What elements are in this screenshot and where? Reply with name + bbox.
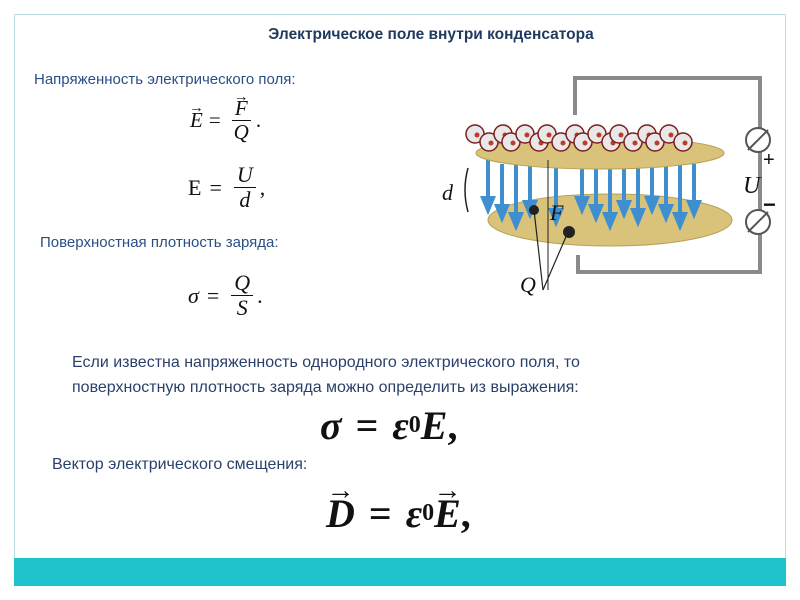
formula-rhs: E	[420, 403, 448, 448]
label-minus: −	[763, 192, 776, 217]
formula-numerator: F	[235, 98, 248, 119]
field-arrow-head	[630, 208, 646, 228]
field-arrow-head	[644, 196, 660, 216]
charge-dot	[524, 132, 530, 138]
terminal-negative-slash	[747, 211, 769, 233]
formula-end: .	[255, 108, 262, 132]
terminal-positive-slash	[747, 129, 769, 151]
field-arrow-head	[616, 200, 632, 220]
charge-dot	[654, 140, 660, 146]
formula-numerator: Q	[231, 272, 254, 296]
test-charge-2	[563, 226, 575, 238]
formula-field-voltage: E = U d ,	[188, 164, 265, 211]
charge-dot	[582, 140, 588, 146]
formula-rhs: E	[434, 490, 461, 537]
label-d: d	[442, 180, 454, 205]
formula-lhs: D	[326, 490, 355, 537]
formula-numerator: U	[233, 164, 256, 188]
charge-dot	[618, 132, 624, 138]
charge-dot	[474, 132, 480, 138]
formula-epsilon: ε	[392, 403, 409, 448]
formula-eq: =	[355, 403, 379, 448]
field-arrow-head	[686, 200, 702, 220]
formula-displacement: D = ε0 E,	[326, 490, 471, 537]
field-arrow-head	[574, 196, 590, 216]
formula-denominator: d	[239, 187, 251, 212]
field-arrow-head	[588, 204, 604, 224]
wire-top	[573, 76, 762, 130]
charge-dot	[546, 132, 552, 138]
field-arrow-head	[602, 212, 618, 232]
formula-end: .	[257, 282, 263, 308]
formula-surface-density: σ = Q S .	[188, 272, 263, 319]
charge-dot	[632, 140, 638, 146]
bottom-accent-bar	[14, 558, 786, 586]
formula-denominator: Q	[233, 120, 249, 144]
formula-end: ,	[259, 174, 266, 200]
wire-bottom	[576, 232, 762, 274]
label-F: F	[549, 200, 564, 225]
label-known-field-line1: Если известна напряженность однородного …	[72, 354, 580, 371]
label-known-field-line2: поверхностную плотность заряда можно опр…	[72, 379, 579, 396]
formula-denominator: S	[236, 295, 248, 320]
capacitor-diagram: d F Q U + −	[442, 76, 776, 297]
label-plus: +	[763, 149, 775, 171]
formula-subscript: 0	[408, 412, 421, 438]
formula-lhs: σ	[320, 403, 342, 448]
field-arrow-head	[548, 208, 564, 228]
pointer-line-1	[533, 209, 544, 291]
label-surface-density: Поверхностная плотность заряда:	[40, 234, 279, 251]
distance-bracket	[464, 167, 469, 213]
label-Q: Q	[520, 272, 536, 297]
charge-dot	[560, 140, 566, 146]
field-arrow-head	[672, 212, 688, 232]
slide-title: Электрическое поле внутри конденсатора	[268, 26, 594, 43]
charge-dot	[488, 140, 494, 146]
formula-eq: =	[368, 491, 392, 536]
formula-end: ,	[447, 403, 458, 448]
charge-dot	[510, 140, 516, 146]
label-displacement: Вектор электрического смещения:	[52, 456, 308, 473]
charge-dot	[596, 132, 602, 138]
formula-end: ,	[460, 491, 471, 536]
test-charge-1	[529, 205, 539, 215]
field-arrow-head	[658, 204, 674, 224]
formula-subscript: 0	[422, 500, 435, 526]
plate-charges	[465, 124, 693, 152]
formula-eq: =	[206, 282, 220, 308]
field-arrow-head	[480, 196, 496, 216]
formula-field-force: E = F Q .	[190, 98, 261, 143]
formula-epsilon: ε	[405, 491, 423, 536]
formula-lhs: σ	[188, 282, 199, 308]
charge-dot	[668, 132, 674, 138]
formula-fraction: U d	[233, 164, 256, 212]
charge-dot	[682, 140, 688, 146]
label-U: U	[743, 173, 762, 199]
label-field-strength: Напряженность электрического поля:	[34, 71, 296, 88]
field-arrow-head	[494, 204, 510, 224]
field-arrows	[480, 160, 702, 232]
formula-eq: =	[209, 174, 222, 200]
formula-eq: =	[208, 108, 221, 132]
pointer-line-2	[542, 231, 569, 291]
formula-fraction: Q S	[231, 272, 254, 320]
formula-fraction: F Q	[231, 98, 252, 143]
formula-lhs: E	[190, 108, 203, 133]
formula-lhs: E	[188, 174, 202, 200]
field-arrow-head	[508, 212, 524, 232]
